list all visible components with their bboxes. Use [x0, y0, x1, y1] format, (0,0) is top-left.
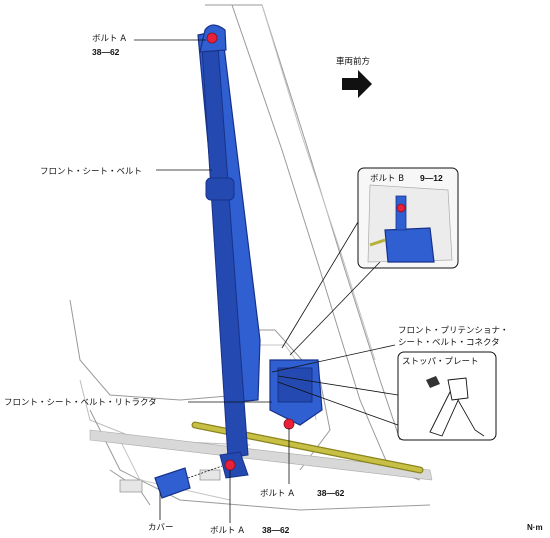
bolt-a-top-torque: 38—62: [92, 47, 120, 57]
pretensioner-connector-label-1: フロント・プリテンショナ・: [398, 326, 509, 336]
bolt-a-mid-label: ボルト A: [260, 489, 294, 499]
bolt-a-bottom-label: ボルト A: [210, 526, 244, 536]
inset-bolt-b: [357, 167, 459, 269]
bolts: [206, 32, 295, 471]
vehicle-body: [69, 4, 433, 511]
unit-label: N·m: [527, 523, 543, 532]
inset-stopper-plate: [397, 351, 497, 441]
fastener-icon: [206, 32, 218, 44]
bolt-a-mid-torque: 38—62: [317, 488, 345, 498]
bolt-a-top-label: ボルト A: [92, 34, 126, 44]
front-seat-belt-label: フロント・シート・ベルト: [40, 167, 142, 177]
bolt-b-label: ボルト B: [370, 174, 404, 184]
seat-belt-cover: [154, 467, 191, 499]
front-seat-belt: [154, 24, 323, 499]
forward-arrow-icon: [342, 70, 372, 98]
leader-lines: [134, 39, 399, 523]
fastener-icon: [224, 459, 236, 471]
bolt-a-bottom-torque: 38—62: [262, 525, 290, 535]
pretensioner-connector-label-2: シート・ベルト・コネクタ: [398, 338, 500, 348]
stopper-plate-label: ストッパ・プレート: [402, 357, 479, 367]
bolt-b-torque: 9—12: [420, 173, 443, 183]
vehicle-front-label: 車両前方: [336, 56, 370, 67]
retractor-label: フロント・シート・ベルト・リトラクタ: [4, 398, 157, 408]
cover-label: カバー: [148, 523, 174, 533]
fastener-icon: [283, 418, 295, 430]
